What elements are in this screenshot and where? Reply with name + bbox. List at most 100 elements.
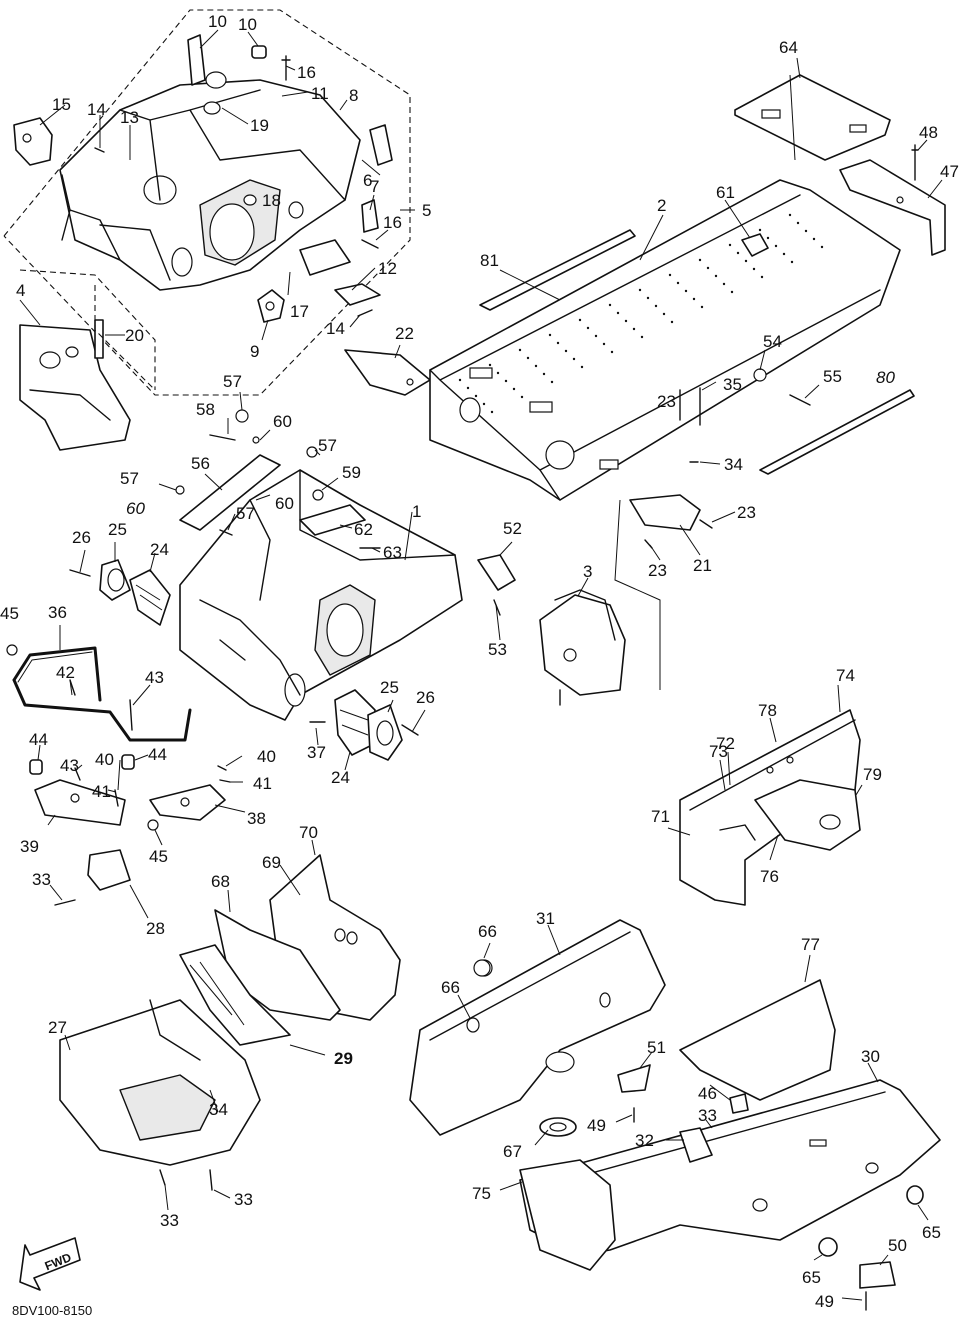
callout-68: 68 <box>211 872 230 891</box>
seat-plate-64 <box>734 74 891 161</box>
rivet <box>662 312 666 316</box>
callout-78: 78 <box>758 701 777 720</box>
callout-18: 18 <box>262 191 281 210</box>
callout-59: 59 <box>342 463 361 482</box>
rivet <box>616 311 620 315</box>
callout-55: 55 <box>823 367 842 386</box>
callout-73: 73 <box>709 742 728 761</box>
callout-44: 44 <box>29 730 48 749</box>
rail-80 <box>759 389 915 475</box>
callout-39: 39 <box>20 837 39 856</box>
rivet <box>752 267 756 271</box>
callout-24: 24 <box>331 768 350 787</box>
callout-25: 25 <box>380 678 399 697</box>
callout-29: 29 <box>334 1049 353 1068</box>
rivet <box>714 274 718 278</box>
callout-51: 51 <box>647 1038 666 1057</box>
callout-56: 56 <box>191 454 210 473</box>
rivet <box>812 237 816 241</box>
callout-76: 76 <box>760 867 779 886</box>
callout-42: 42 <box>56 663 75 682</box>
rivet <box>788 213 792 217</box>
rivet <box>638 288 642 292</box>
rivet <box>608 303 612 307</box>
rivet <box>548 333 552 337</box>
callout-62: 62 <box>354 520 373 539</box>
callout-49: 49 <box>587 1116 606 1135</box>
guard-3 <box>539 589 626 706</box>
callout-52: 52 <box>503 519 522 538</box>
rivet <box>744 259 748 263</box>
panel-27 <box>59 999 261 1191</box>
rivet <box>488 363 492 367</box>
rivet <box>774 244 778 248</box>
callout-57: 57 <box>318 436 337 455</box>
rivet <box>526 356 530 360</box>
rivet <box>580 365 584 369</box>
callout-80: 80 <box>876 368 895 387</box>
callout-77: 77 <box>801 935 820 954</box>
rivet <box>804 229 808 233</box>
callout-33: 33 <box>32 870 51 889</box>
panel-29 <box>179 944 291 1046</box>
callout-34: 34 <box>724 455 743 474</box>
rivet <box>698 258 702 262</box>
callout-14: 14 <box>326 319 345 338</box>
rivet <box>736 251 740 255</box>
callout-4: 4 <box>16 281 25 300</box>
rivet <box>518 348 522 352</box>
bracket-39 <box>34 767 126 826</box>
callout-10: 10 <box>238 15 257 34</box>
callout-27: 27 <box>48 1018 67 1037</box>
callout-53: 53 <box>488 640 507 659</box>
panel-30 <box>519 1079 941 1256</box>
rivet <box>550 380 554 384</box>
rivet <box>646 296 650 300</box>
callout-28: 28 <box>146 919 165 938</box>
bracket-21 <box>614 494 701 690</box>
bracket-28 <box>54 849 131 906</box>
callout-33: 33 <box>698 1106 717 1125</box>
rivet <box>760 275 764 279</box>
front-frame-assembly <box>3 9 411 396</box>
callout-60: 60 <box>275 494 294 513</box>
bumper-36 <box>6 644 192 775</box>
callout-40: 40 <box>257 747 276 766</box>
callout-26: 26 <box>416 688 435 707</box>
rivet <box>624 319 628 323</box>
callout-65: 65 <box>802 1268 821 1287</box>
callout-81: 81 <box>480 251 499 270</box>
rivet <box>796 221 800 225</box>
small-parts-bottom-right <box>473 959 924 1311</box>
callout-21: 21 <box>693 556 712 575</box>
callout-49: 49 <box>815 1292 834 1311</box>
callout-8: 8 <box>349 86 358 105</box>
rivet <box>496 371 500 375</box>
callout-69: 69 <box>262 853 281 872</box>
rivet <box>512 387 516 391</box>
callout-41: 41 <box>92 782 111 801</box>
panel-75 <box>519 1159 616 1271</box>
rivet <box>758 228 762 232</box>
rivet <box>504 379 508 383</box>
rivet <box>466 386 470 390</box>
rivet <box>684 289 688 293</box>
rivet <box>474 394 478 398</box>
callout-17: 17 <box>290 302 309 321</box>
callout-66: 66 <box>478 922 497 941</box>
callout-57: 57 <box>120 469 139 488</box>
callout-47: 47 <box>940 162 959 181</box>
callout-31: 31 <box>536 909 555 928</box>
rivet <box>766 236 770 240</box>
rivet <box>542 372 546 376</box>
callout-11: 11 <box>311 84 329 103</box>
callout-57: 57 <box>223 372 242 391</box>
rivet <box>668 273 672 277</box>
callout-12: 12 <box>378 259 397 278</box>
callout-61: 61 <box>716 183 735 202</box>
callout-71: 71 <box>651 807 670 826</box>
rivet <box>676 281 680 285</box>
callout-23: 23 <box>657 392 676 411</box>
callout-37: 37 <box>307 743 326 762</box>
